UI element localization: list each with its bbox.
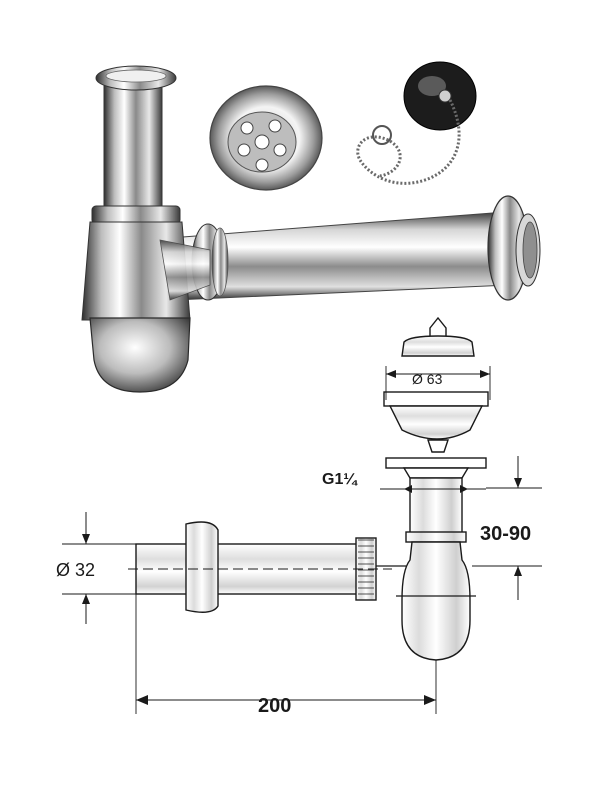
waste-pipe-drawing bbox=[128, 521, 406, 613]
label-thread: G1¼ bbox=[322, 471, 358, 488]
label-diameter-32: Ø 32 bbox=[56, 560, 95, 580]
product-photo bbox=[81, 61, 541, 393]
bottle-body-photo bbox=[81, 65, 211, 393]
dim-length-200 bbox=[135, 594, 437, 714]
label-length-200: 200 bbox=[258, 695, 291, 717]
dim-height-range bbox=[472, 456, 542, 600]
strainer-disc-photo bbox=[209, 85, 323, 191]
dim-thread bbox=[380, 485, 486, 493]
label-height-range: 30-90 bbox=[480, 523, 531, 545]
strainer-head-drawing bbox=[383, 391, 489, 453]
plug-and-chain-photo bbox=[356, 61, 477, 185]
technical-drawing bbox=[62, 316, 542, 714]
outlet-pipe-photo bbox=[169, 195, 541, 301]
label-diameter-63: Ø 63 bbox=[412, 371, 443, 387]
flange-drawing bbox=[385, 457, 487, 479]
plug-drawing bbox=[401, 316, 475, 357]
dim-diameter-32 bbox=[62, 512, 136, 624]
riser-and-bottle-drawing bbox=[396, 477, 476, 661]
dim-diameter-63 bbox=[385, 366, 491, 400]
